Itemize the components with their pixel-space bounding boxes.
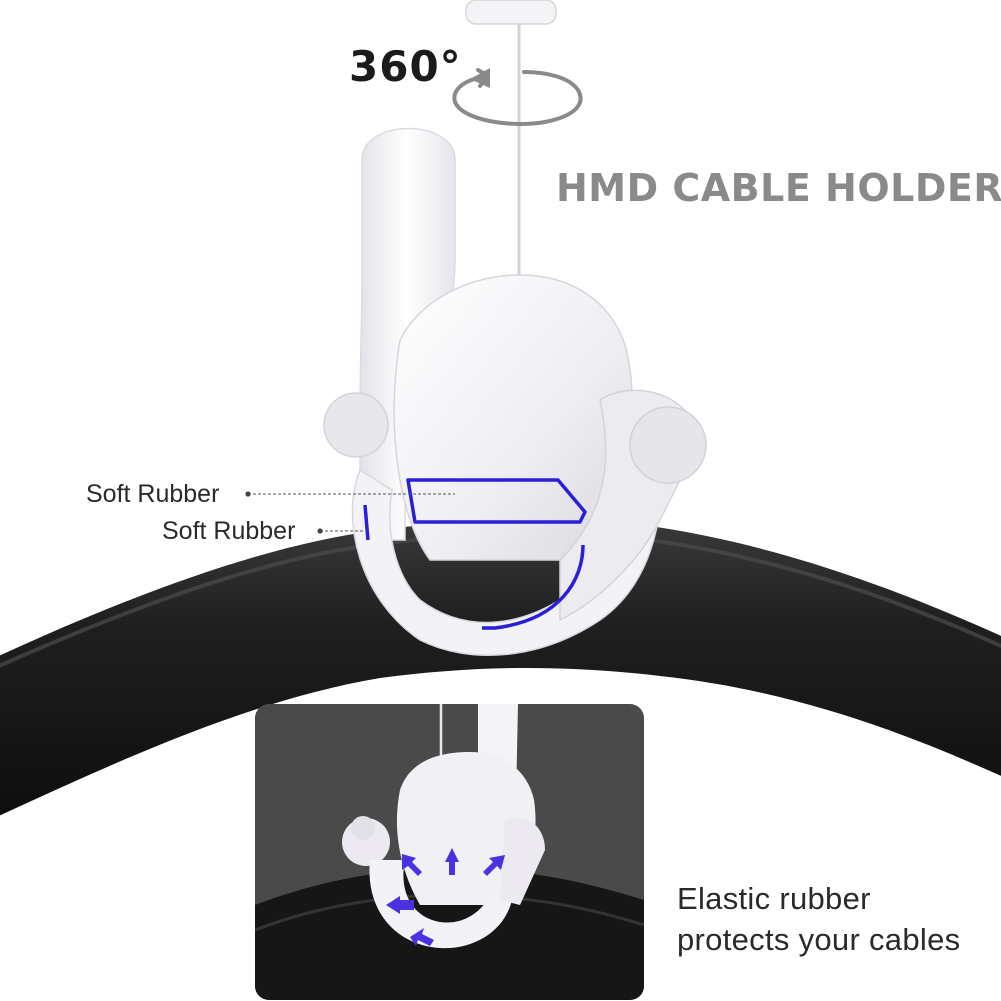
caption-line: Elastic rubber	[677, 881, 871, 916]
caption-line: protects your cables	[677, 922, 961, 957]
expand-arrows-icon	[386, 848, 505, 946]
label-leader-lines	[248, 493, 455, 532]
holder-body	[323, 274, 707, 657]
soft-rubber-highlight	[363, 478, 587, 630]
rotation-label: 360°	[349, 42, 462, 91]
soft-rubber-label: Soft Rubber	[162, 517, 296, 545]
rotate-arrow-icon	[452, 68, 583, 126]
product-title: HMD CABLE HOLDER	[556, 166, 1001, 210]
feature-caption: Elastic rubber protects your cables	[677, 878, 960, 960]
leader-dot	[245, 491, 251, 497]
inset-photo	[255, 704, 644, 1000]
ceiling-mount	[465, 0, 557, 290]
leader-dot	[317, 528, 323, 534]
soft-rubber-label: Soft Rubber	[86, 480, 220, 508]
